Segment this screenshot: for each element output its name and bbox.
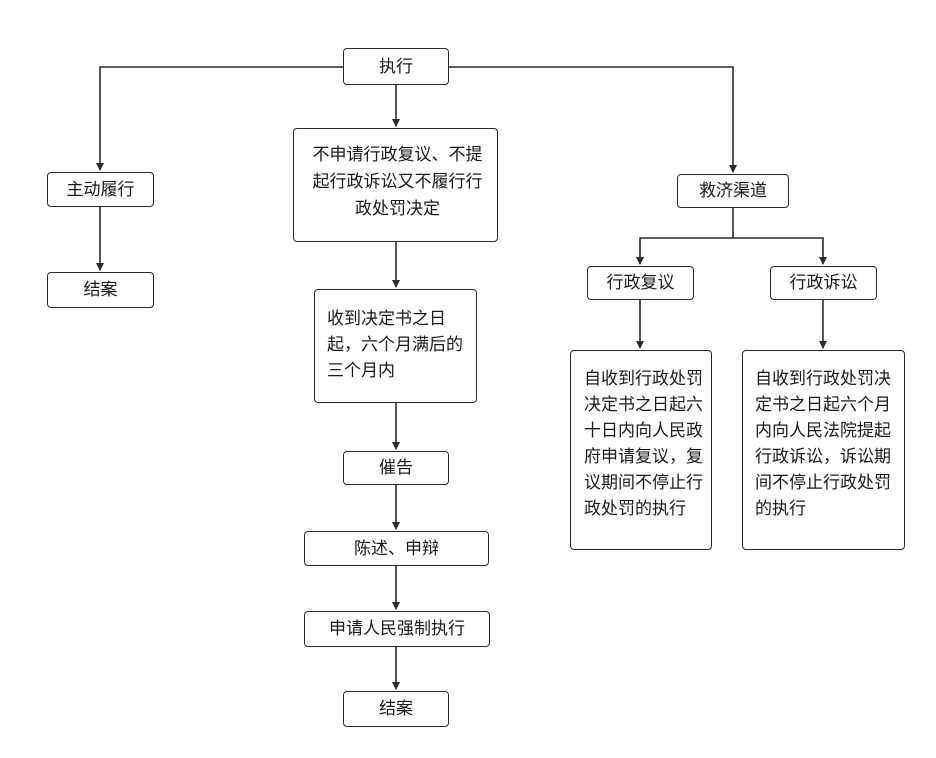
final-end-node: 结案	[343, 691, 449, 727]
notice-node: 催告	[343, 451, 449, 485]
voluntary-node: 主动履行	[47, 172, 154, 207]
statement-node: 陈述、申辩	[304, 531, 489, 566]
non-compliance-node: 不申请行政复议、不提起行政诉讼又不履行行政处罚决定	[293, 128, 498, 242]
enforcement-node: 申请人民强制执行	[304, 611, 490, 647]
arrow-remedy-to-litigation	[733, 237, 827, 265]
litigation-detail-node: 自收到行政处罚决定书之日起六个月内向人民法院提起行政诉讼，诉讼期间不停止行政处罚…	[742, 350, 905, 550]
root-node: 执行	[343, 48, 449, 85]
reconsideration-detail-node: 自收到行政处罚决定书之日起六十日内向人民政府申请复议，复议期间不停止行政处罚的执…	[570, 350, 712, 550]
arrow-remedy-to-reconsideration	[636, 237, 733, 265]
arrow-root-to-voluntary	[96, 66, 343, 171]
remedy-node: 救济渠道	[677, 174, 789, 208]
litigation-node: 行政诉讼	[770, 266, 877, 300]
deadline-node: 收到决定书之日起，六个月满后的三个月内	[314, 289, 477, 403]
reconsideration-node: 行政复议	[587, 266, 694, 300]
voluntary-end-node: 结案	[47, 272, 154, 308]
arrow-root-to-remedy	[449, 66, 737, 173]
